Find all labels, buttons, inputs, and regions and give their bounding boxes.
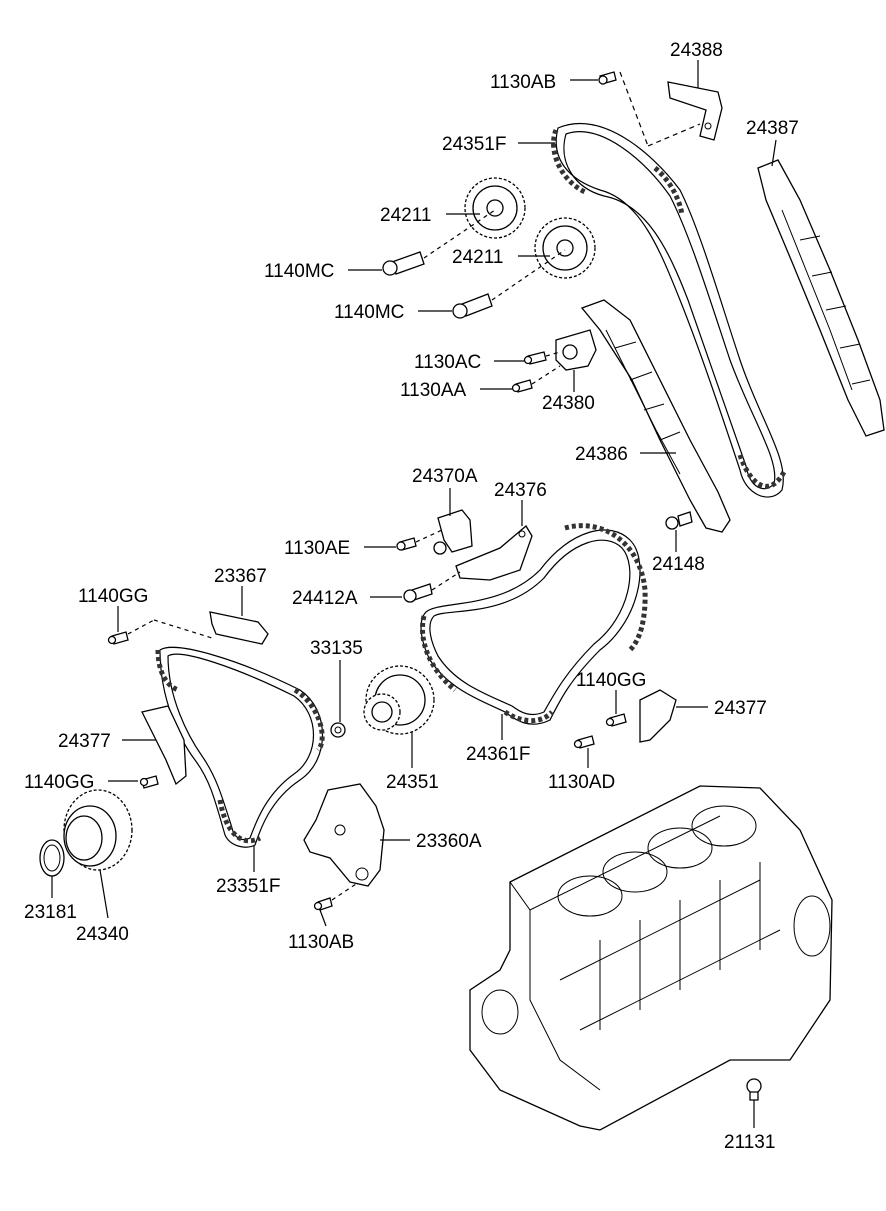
label-21131: 21131 xyxy=(724,1132,775,1153)
bolt-1130AA xyxy=(511,379,533,393)
label-23367: 23367 xyxy=(214,566,267,587)
label-1140MC-a: 1140MC xyxy=(264,261,334,282)
lower-timing-chain xyxy=(155,646,325,848)
chain-guide-24376 xyxy=(455,525,533,581)
leader-lines xyxy=(51,60,777,1128)
bolt-24148 xyxy=(665,511,693,530)
bolt-1140GG-a xyxy=(107,631,129,645)
crank-sprocket-24340 xyxy=(63,789,133,871)
label-24412A: 24412A xyxy=(292,588,358,609)
bolt-1130AD xyxy=(573,735,595,749)
label-24377-right: 24377 xyxy=(714,698,767,719)
bolt-1130AE xyxy=(396,537,417,551)
label-1130AD: 1130AD xyxy=(548,772,615,793)
chain-guide-23367 xyxy=(209,611,269,645)
label-24388: 24388 xyxy=(670,40,723,61)
label-23360A: 23360A xyxy=(416,831,482,852)
label-1140GG-b: 1140GG xyxy=(24,772,94,793)
bolt-1130AB-top xyxy=(598,71,617,85)
label-24340: 24340 xyxy=(76,924,129,945)
label-23181: 23181 xyxy=(24,902,77,923)
bolt-1140GG-b xyxy=(139,775,159,789)
cam-sprocket-right xyxy=(534,217,596,279)
label-1130AA: 1130AA xyxy=(400,380,467,401)
upper-timing-chain xyxy=(551,123,788,498)
bolt-1130AC xyxy=(523,351,547,365)
engine-block xyxy=(469,785,833,1131)
label-1140MC-b: 1140MC xyxy=(334,302,404,323)
bolt-33135 xyxy=(330,722,346,738)
label-24351F: 24351F xyxy=(442,134,506,155)
guide-24377-right xyxy=(639,689,677,743)
label-1130AB-top: 1130AB xyxy=(490,72,556,93)
upper-chain-guide xyxy=(667,81,723,141)
bolt-1140MC-a xyxy=(382,251,425,276)
label-24376: 24376 xyxy=(494,480,547,501)
label-24148: 24148 xyxy=(652,554,705,575)
part-number-labels: 24388 1130AB 24387 24351F 24211 24211 11… xyxy=(24,40,799,1153)
label-24387: 24387 xyxy=(746,118,799,139)
label-1140GG-a: 1140GG xyxy=(78,586,148,607)
label-24351: 24351 xyxy=(386,772,439,793)
plug-21131 xyxy=(746,1078,762,1101)
label-24211-b: 24211 xyxy=(452,247,503,268)
label-33135: 33135 xyxy=(310,638,363,659)
label-1140GG-c: 1140GG xyxy=(576,670,646,691)
label-24386: 24386 xyxy=(575,444,628,465)
label-1130AE: 1130AE xyxy=(284,538,350,559)
long-chain-guide-24387 xyxy=(757,159,885,437)
bolt-1140GG-c xyxy=(605,713,627,727)
tensioner-24370A xyxy=(433,509,473,555)
bracket-23360A xyxy=(303,783,385,887)
label-24370A: 24370A xyxy=(412,466,478,487)
chain-tensioner-24380 xyxy=(555,329,597,371)
bolt-24412A xyxy=(403,583,433,603)
label-24377-left: 24377 xyxy=(58,731,111,752)
bolt-1130AB-bottom xyxy=(313,897,333,911)
label-1130AC: 1130AC xyxy=(414,352,481,373)
oring-23181 xyxy=(39,839,65,877)
label-1130AB-bottom: 1130AB xyxy=(288,932,354,953)
bolt-1140MC-b xyxy=(452,293,493,319)
label-24361F: 24361F xyxy=(466,744,530,765)
intermediate-timing-chain xyxy=(420,523,648,725)
label-24380: 24380 xyxy=(542,393,595,414)
intermediate-sprocket-24351 xyxy=(363,665,435,735)
label-24211-a: 24211 xyxy=(380,205,431,226)
guide-24377-left xyxy=(141,705,187,786)
tensioner-arm-24386 xyxy=(580,299,731,533)
label-23351F: 23351F xyxy=(216,876,280,897)
cam-sprocket-left xyxy=(464,177,526,239)
